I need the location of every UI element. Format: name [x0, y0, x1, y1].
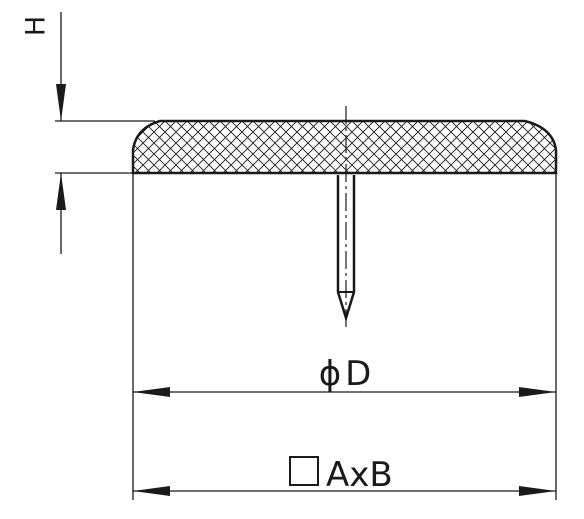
height-arrow-down — [56, 84, 66, 121]
height-label: H — [21, 16, 52, 36]
pad-body — [131, 119, 558, 175]
diameter-arrow-right — [519, 387, 556, 397]
square-symbol-icon — [289, 456, 319, 486]
size-label: AxB — [326, 455, 393, 495]
diameter-letter: D — [345, 354, 371, 394]
diameter-arrow-left — [133, 387, 170, 397]
size-arrow-right — [519, 486, 556, 496]
size-arrow-left — [133, 486, 170, 496]
diameter-symbol: ϕ — [319, 354, 341, 394]
height-arrow-up — [56, 173, 66, 210]
